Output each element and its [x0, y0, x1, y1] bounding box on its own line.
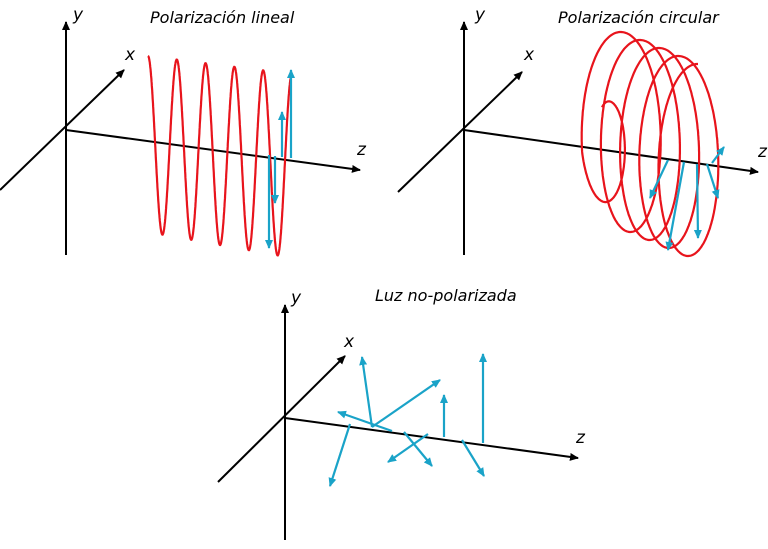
- x-axis-label: x: [124, 45, 136, 65]
- y-axis-label: y: [290, 288, 302, 308]
- field-vector: [359, 356, 374, 428]
- field-vectors: [649, 146, 725, 251]
- field-vector: [328, 423, 352, 487]
- field-vector: [337, 410, 393, 433]
- field-vector: [387, 433, 429, 463]
- z-axis-label: z: [575, 428, 586, 448]
- z-axis-label: z: [356, 140, 367, 160]
- circular-helix: [580, 30, 720, 258]
- field-vectors: [328, 353, 487, 487]
- panel-unpolarized: Luz no-polarizada y x z: [217, 286, 586, 540]
- z-axis: [284, 417, 579, 461]
- field-vector: [711, 146, 725, 164]
- panel-circular: Polarización circular y x z: [397, 5, 768, 258]
- panel-linear: Polarización lineal y x z: [0, 5, 367, 257]
- axes: [397, 21, 759, 255]
- field-vector: [693, 163, 702, 239]
- field-vector: [371, 379, 441, 428]
- z-axis: [463, 129, 759, 175]
- y-axis-label: y: [72, 5, 84, 25]
- axes: [0, 21, 361, 255]
- axes: [217, 304, 579, 540]
- panel-title: Polarización lineal: [150, 8, 295, 27]
- panel-title: Polarización circular: [558, 8, 720, 27]
- field-vector: [705, 163, 720, 199]
- y-axis-label: y: [474, 5, 486, 25]
- field-vector: [649, 159, 669, 199]
- field-vectors: [265, 69, 295, 249]
- x-axis: [397, 71, 523, 193]
- z-axis-label: z: [757, 142, 768, 162]
- x-axis: [0, 69, 125, 191]
- field-vector: [403, 431, 433, 467]
- linear-wave: [147, 55, 293, 257]
- field-vector: [461, 439, 485, 477]
- x-axis-label: x: [343, 332, 355, 352]
- x-axis: [217, 355, 346, 483]
- field-vector: [665, 161, 686, 251]
- x-axis-label: x: [523, 45, 535, 65]
- panel-title: Luz no-polarizada: [375, 286, 517, 305]
